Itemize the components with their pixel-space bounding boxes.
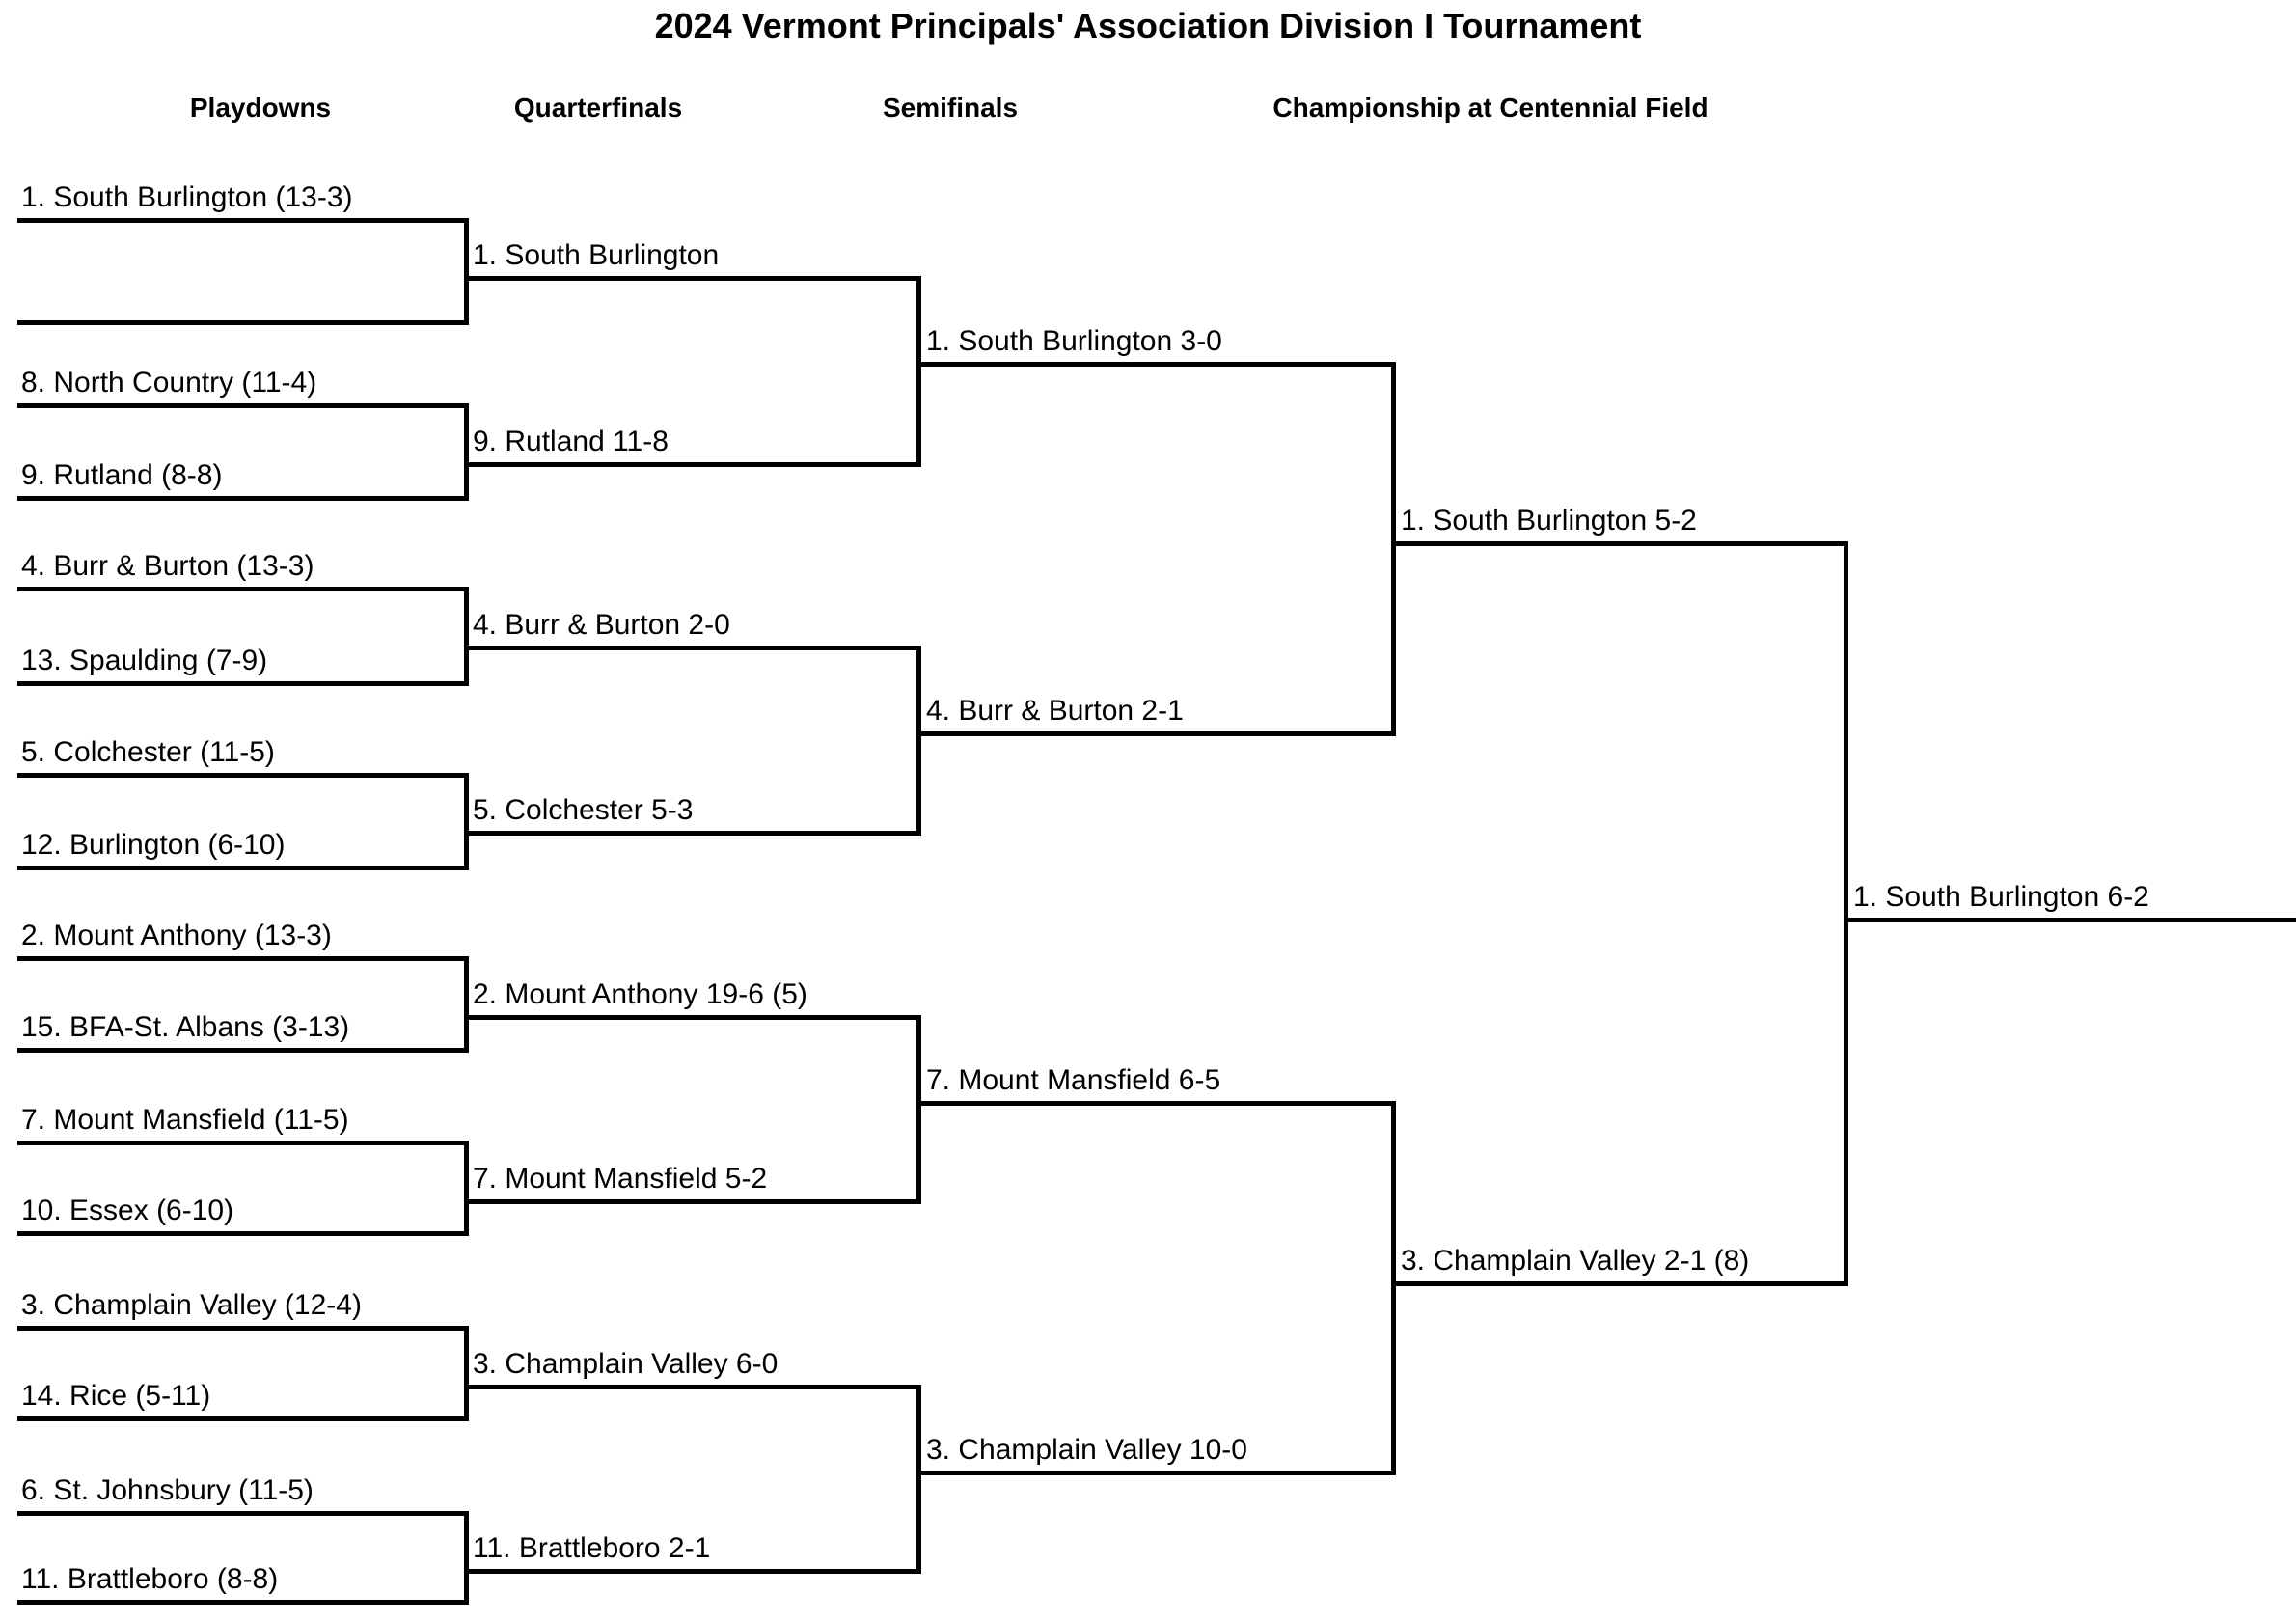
semifinal-label: 1. South Burlington 3-0 — [926, 325, 1222, 357]
quarterfinal-rule — [464, 831, 921, 836]
bracket-connector — [916, 1015, 921, 1203]
quarterfinal-label: 11. Brattleboro 2-1 — [473, 1532, 711, 1564]
quarterfinal-rule — [464, 462, 921, 467]
playdown-rule — [17, 866, 469, 870]
quarterfinal-label: 3. Champlain Valley 6-0 — [473, 1348, 779, 1380]
bracket-connector — [916, 276, 921, 466]
playdown-label: 11. Brattleboro (8-8) — [21, 1563, 279, 1595]
playdown-rule — [17, 773, 469, 778]
playdown-rule — [17, 1511, 469, 1516]
bracket-connector — [464, 1326, 469, 1421]
semifinal-label: 3. Champlain Valley 10-0 — [926, 1434, 1247, 1466]
quarterfinal-label: 2. Mount Anthony 19-6 (5) — [473, 978, 807, 1010]
playdown-label: 3. Champlain Valley (12-4) — [21, 1289, 362, 1321]
quarterfinal-label: 1. South Burlington — [473, 239, 720, 271]
semifinal-label: 7. Mount Mansfield 6-5 — [926, 1064, 1221, 1096]
bracket-connector — [464, 1511, 469, 1605]
playdown-rule — [17, 681, 469, 686]
playdown-label: 9. Rutland (8-8) — [21, 459, 223, 491]
playdown-rule — [17, 403, 469, 408]
semifinal-label: 4. Burr & Burton 2-1 — [926, 695, 1184, 727]
playdown-label: 13. Spaulding (7-9) — [21, 645, 268, 676]
semifinal-rule — [916, 1471, 1396, 1475]
playdown-rule — [17, 496, 469, 501]
playdown-label: 12. Burlington (6-10) — [21, 829, 286, 861]
champion-label: 1. South Burlington 6-2 — [1853, 881, 2149, 913]
bracket-connector — [916, 646, 921, 835]
championship-label: 1. South Burlington 5-2 — [1401, 505, 1697, 536]
playdown-label: 1. South Burlington (13-3) — [21, 181, 353, 213]
playdown-rule — [17, 1141, 469, 1145]
playdown-rule — [17, 1326, 469, 1331]
bracket-connector — [464, 403, 469, 501]
championship-rule — [1391, 1281, 1848, 1286]
quarterfinal-rule — [464, 1385, 921, 1389]
playdown-label: 6. St. Johnsbury (11-5) — [21, 1474, 314, 1506]
quarterfinal-rule — [464, 646, 921, 650]
playdown-rule — [17, 1231, 469, 1236]
bracket-connector — [464, 956, 469, 1053]
champion-rule — [1844, 918, 2296, 922]
semifinal-rule — [916, 362, 1396, 367]
playdown-label: 14. Rice (5-11) — [21, 1380, 211, 1412]
bracket-connector — [464, 587, 469, 686]
playdown-rule — [17, 1048, 469, 1053]
quarterfinal-label: 7. Mount Mansfield 5-2 — [473, 1163, 768, 1195]
column-header-quarterfinals: Quarterfinals — [513, 93, 683, 123]
column-header-playdowns: Playdowns — [189, 93, 332, 123]
quarterfinal-label: 9. Rutland 11-8 — [473, 426, 669, 457]
page-title: 2024 Vermont Principals' Association Div… — [654, 6, 1642, 45]
bracket-connector — [464, 1141, 469, 1236]
quarterfinal-rule — [464, 1015, 921, 1020]
quarterfinal-label: 4. Burr & Burton 2-0 — [473, 609, 730, 641]
bracket-connector — [1391, 362, 1396, 736]
quarterfinal-rule — [464, 1199, 921, 1204]
playdown-rule — [17, 587, 469, 591]
playdown-rule — [17, 956, 469, 961]
playdown-rule — [17, 218, 469, 223]
quarterfinal-label: 5. Colchester 5-3 — [473, 794, 694, 826]
quarterfinal-rule — [464, 276, 921, 281]
quarterfinal-rule — [464, 1569, 921, 1574]
championship-label: 3. Champlain Valley 2-1 (8) — [1401, 1245, 1750, 1277]
bracket-connector — [1844, 541, 1848, 1286]
playdown-label: 4. Burr & Burton (13-3) — [21, 550, 314, 582]
playdown-rule — [17, 1600, 469, 1605]
playdown-rule — [17, 320, 469, 325]
bracket-connector — [916, 1385, 921, 1573]
playdown-label: 8. North Country (11-4) — [21, 367, 317, 399]
playdown-rule — [17, 1416, 469, 1421]
playdown-label: 10. Essex (6-10) — [21, 1195, 234, 1226]
bracket-connector — [464, 218, 469, 325]
semifinal-rule — [916, 1101, 1396, 1106]
bracket-connector — [1391, 1101, 1396, 1475]
championship-rule — [1391, 541, 1848, 546]
semifinal-rule — [916, 731, 1396, 736]
bracket-connector — [464, 773, 469, 870]
playdown-label: 2. Mount Anthony (13-3) — [21, 920, 332, 951]
playdown-label: 15. BFA-St. Albans (3-13) — [21, 1011, 350, 1043]
column-header-championship: Championship at Centennial Field — [1272, 93, 1708, 123]
playdown-label: 7. Mount Mansfield (11-5) — [21, 1104, 349, 1136]
playdown-label: 5. Colchester (11-5) — [21, 736, 275, 768]
column-header-semifinals: Semifinals — [882, 93, 1019, 123]
